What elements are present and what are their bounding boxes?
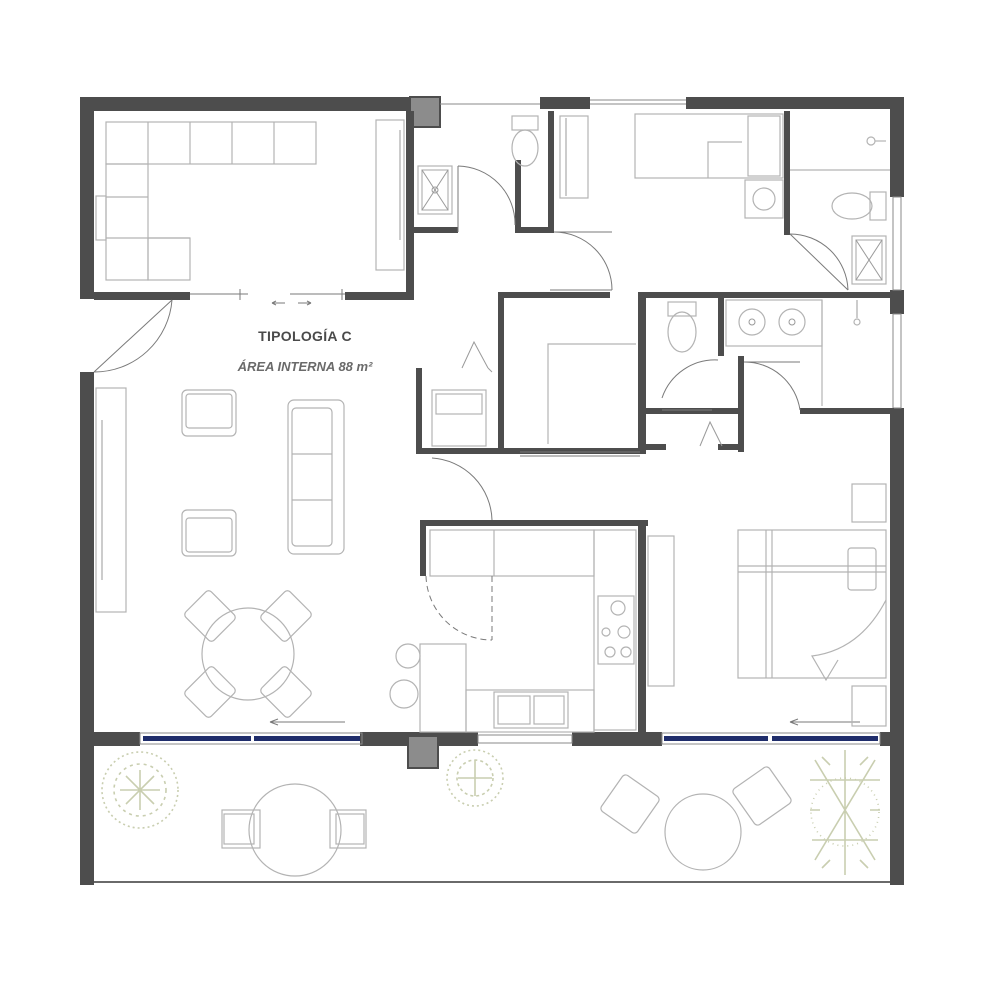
toilet-icon [511, 115, 539, 167]
stove-icon [597, 595, 635, 665]
dining-table-icon [184, 590, 312, 718]
interior-walls [94, 111, 895, 734]
guest-bathroom [417, 115, 539, 232]
second-bathroom [661, 299, 823, 447]
closet-center [520, 343, 640, 457]
living-room [95, 387, 345, 718]
plant-icon [446, 749, 504, 807]
bed-icon [634, 113, 784, 219]
terrace [101, 749, 880, 877]
entry-door [93, 299, 173, 373]
closet-left [431, 340, 493, 447]
plant-icon [101, 751, 179, 829]
terrace-table-icon [221, 783, 367, 877]
plant-icon [810, 750, 880, 875]
area-label: ÁREA INTERNA 88 m² [237, 359, 373, 374]
balcony-wall [80, 718, 904, 883]
kitchen [389, 457, 637, 733]
study-room [95, 119, 405, 306]
armchair-icon [181, 389, 237, 437]
sink-icon [725, 299, 823, 347]
toilet-icon [831, 191, 887, 221]
plan-title: TIPOLOGÍA C [258, 328, 352, 344]
toilet-icon [667, 301, 697, 353]
bed-icon [737, 529, 887, 682]
master-bathroom [789, 136, 890, 326]
terrace-table-icon [600, 766, 792, 871]
outer-walls [80, 96, 904, 885]
master-bedroom [647, 483, 887, 727]
sofa-icon [287, 399, 345, 555]
bedroom-2 [550, 113, 784, 291]
sink-icon [493, 691, 569, 729]
bar-stools [389, 643, 421, 709]
armchair-icon [181, 509, 237, 557]
